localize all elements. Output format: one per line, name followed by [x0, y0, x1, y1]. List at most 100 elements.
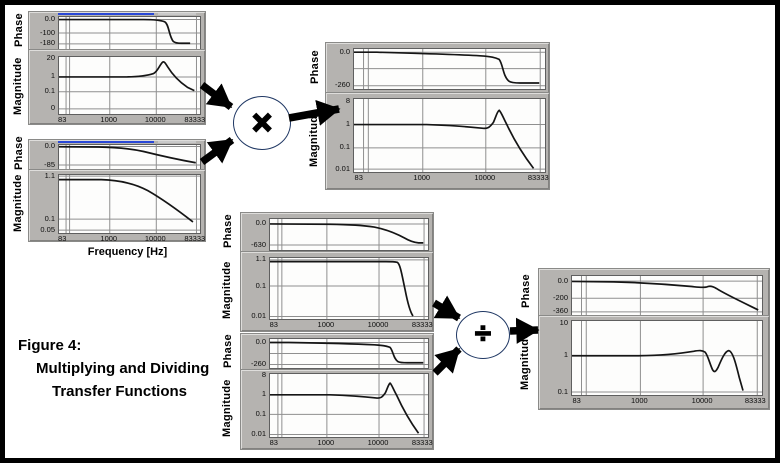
mult-out-phase-graph: 0.0 -260: [325, 42, 550, 94]
mult-in2-phase-axis-label: Phase: [13, 136, 25, 170]
div_in2_mag-xtick: 1000: [317, 438, 335, 447]
mult_in1_mag-ytick: 0.1: [44, 86, 55, 96]
mult_out_mag-xtick: 10000: [474, 173, 496, 182]
div_in1_mag-curve-svg: [270, 258, 428, 319]
mult_in1_mag-ytick: 0: [50, 103, 55, 113]
div_in1_mag-ytick: 0.01: [251, 311, 266, 321]
div_in1_phase-plot-area: [269, 218, 429, 251]
div_in2_mag-ytick: 0.01: [251, 428, 266, 438]
div_in2_mag-curve-svg: [270, 374, 428, 437]
mult-out-phase-axis-label: Phase: [309, 50, 321, 84]
mult_in1_mag-curve-svg: [59, 57, 200, 114]
mult_in2_phase-plot-area: [58, 144, 201, 171]
div-out-magnitude-axis-label: Magnitude: [519, 332, 531, 390]
mult_in1_mag-plot-area: [58, 56, 201, 115]
div-in2-phase-graph: 0.0-260: [240, 333, 434, 371]
div-in2-magnitude-axis-label: Magnitude: [221, 379, 233, 437]
mult-in2-magnitude-axis-label: Magnitude: [12, 174, 24, 232]
div-in2-phase-axis-label: Phase: [222, 334, 234, 368]
mult_out_mag-plot-area: [353, 98, 546, 173]
div_in2_phase-plot-area: [269, 338, 429, 369]
div-in1-magnitude-axis-label: Magnitude: [221, 261, 233, 319]
div-out-phase-axis-label: Phase: [520, 274, 532, 309]
div_in2_phase-curve-svg: [270, 339, 428, 368]
mult_out_mag-ytick: 0.01: [335, 163, 350, 173]
mult_in1_mag-xtick: 10000: [144, 115, 166, 124]
mult_in2_phase-ytick: 0.0: [44, 141, 55, 150]
div_in2_phase-ytick: 0.0: [255, 336, 266, 346]
div_out_phase-ytick: 0.0: [557, 275, 568, 285]
arrow-mult-in1: [199, 82, 234, 110]
mult_in2_mag-xtick: 83333: [184, 234, 206, 243]
mult_out_mag-ytick: 1: [345, 119, 350, 129]
div_in1_phase-curve-svg: [270, 219, 428, 250]
div_out_phase-plot-area: [571, 275, 763, 316]
div_in2_mag-ytick: 1: [261, 389, 266, 399]
mult_in1_phase-cursor-bar-blue: [58, 13, 154, 15]
mult_in1_phase-curve-svg: [59, 17, 200, 49]
div_in2_mag-ytick: 0.1: [255, 408, 266, 418]
mult_in2_mag-ytick: 0.05: [40, 224, 55, 234]
div_in1_mag-xtick: 10000: [367, 320, 389, 329]
mult_in1_phase-ytick: -180: [39, 38, 55, 48]
div_in1_phase-ytick: -630: [250, 239, 266, 249]
mult_out_phase-ytick: 0.0: [339, 46, 350, 56]
mult_in1_phase-ytick: -100: [39, 27, 55, 37]
multiply-operator: ×: [233, 96, 291, 150]
mult_out_mag-ytick: 0.1: [339, 142, 350, 152]
mult_out_mag-ytick: 8: [345, 96, 350, 106]
div_out_mag-xtick: 83333: [744, 396, 766, 405]
mult_in2_mag-ytick: 1.1: [44, 170, 55, 180]
div_in1_mag-xtick: 83: [269, 320, 278, 329]
mult_in2_phase-cursor-bar-blue: [58, 141, 154, 143]
div-in1-phase-axis-label: Phase: [222, 214, 234, 249]
div_in2_mag-xtick: 83: [269, 438, 278, 447]
arrow-div-in1: [432, 295, 461, 322]
div_in1_mag-xtick: 83333: [411, 320, 433, 329]
div_in2_mag-xtick: 10000: [367, 438, 389, 447]
div_out_phase-curve-svg: [572, 276, 762, 315]
div_out_mag-xtick: 83: [572, 396, 581, 405]
div_out_mag-xtick: 10000: [691, 396, 713, 405]
mult_in1_mag-xtick: 1000: [100, 115, 118, 124]
mult-in1-phase-axis-label: Phase: [13, 13, 25, 47]
mult-out-magnitude-graph: 8 1 0.1 0.01 83 1000 10000 83333: [325, 92, 550, 190]
mult_out_phase-curve-svg: [354, 49, 545, 89]
mult_in2_phase-curve-svg: [59, 145, 200, 170]
figure-caption-line3: Transfer Functions: [52, 383, 188, 400]
mult_in1_phase-cursor-bar-gray: [158, 13, 197, 15]
div_out_mag-xtick: 1000: [631, 396, 648, 405]
div_in1_mag-ytick: 1.1: [255, 254, 266, 264]
div_out_mag-ytick: 1: [563, 350, 568, 360]
mult_out_mag-xtick: 83: [354, 173, 363, 182]
div_out_mag-ytick: 0.1: [557, 386, 568, 396]
mult_in1_phase-ytick: 0.0: [44, 14, 55, 24]
mult_in2_phase-cursor-bar-gray: [158, 141, 197, 143]
div_in2_mag-plot-area: [269, 373, 429, 438]
mult-in2-phase-graph: 0.0-85: [28, 139, 206, 171]
div_in1_phase-ytick: 0.0: [255, 218, 266, 228]
mult_out_mag-xtick: 83333: [527, 173, 549, 182]
mult_out_mag-curve-svg: [354, 99, 545, 172]
mult_in1_mag-ytick: 20: [46, 52, 55, 62]
div_out_mag-plot-area: [571, 320, 763, 396]
divide-operator: ÷: [456, 311, 510, 359]
mult_in1_mag-xtick: 83333: [184, 115, 206, 124]
figure-caption-line1: Figure 4:: [18, 337, 82, 354]
div_in1_mag-xtick: 1000: [317, 320, 335, 329]
mult_out_phase-ytick: -260: [334, 80, 350, 90]
mult_in1_phase-plot-area: [58, 16, 201, 50]
mult_out_mag-xtick: 1000: [413, 173, 431, 182]
div_in1_mag-plot-area: [269, 257, 429, 320]
figure-caption: Figure 4: Multiplying and Dividing Trans…: [18, 334, 209, 403]
mult-out-magnitude-axis-label: Magnitude: [308, 109, 320, 167]
div-in1-phase-graph: 0.0 -630: [240, 212, 434, 253]
mult_in2_mag-ytick: 0.1: [44, 213, 55, 223]
mult_in1_mag-xtick: 83: [58, 115, 67, 124]
div_in2_mag-ytick: 8: [261, 370, 266, 380]
div-out-phase-graph: 0.0-200-360: [538, 268, 770, 317]
